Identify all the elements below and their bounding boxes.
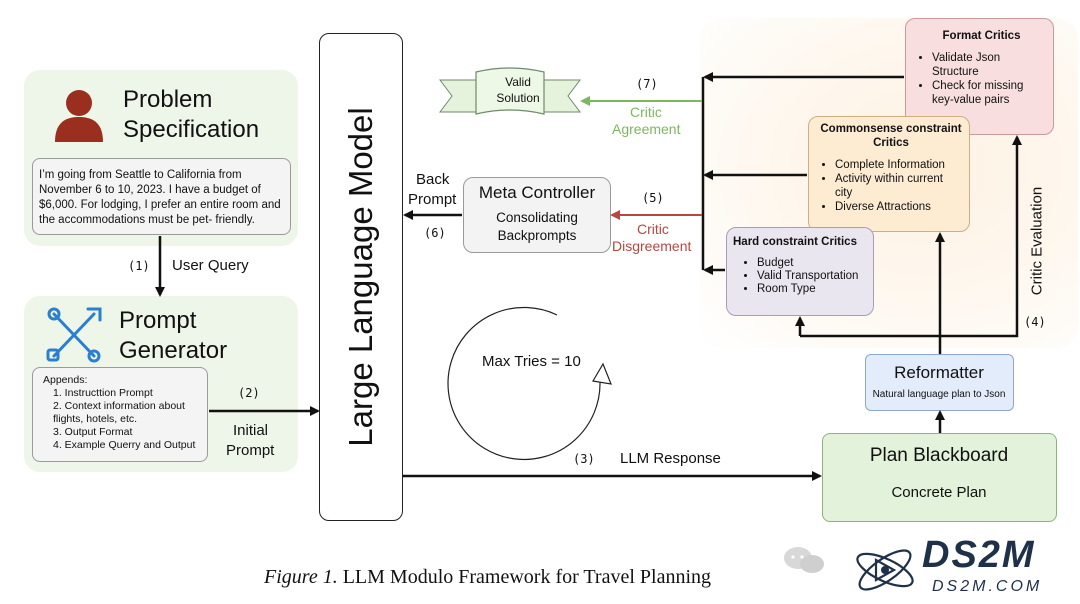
- edge-2-label-2: Prompt: [226, 442, 275, 459]
- edge-2-number: (2): [238, 386, 260, 400]
- appends-item-1: 1. Instructtion Prompt: [53, 387, 153, 399]
- tools-icon: [46, 307, 102, 363]
- edge-1-label: User Query: [172, 257, 249, 274]
- ds2m-logo-icon: [856, 549, 914, 591]
- commonsense-critics-title-2: Critics: [873, 137, 909, 149]
- edge-6-label-2: Prompt: [408, 191, 457, 208]
- loop-arrow: [447, 306, 601, 461]
- format-critics-item-2: Check for missing key-value pairs: [932, 79, 1047, 107]
- appends-item-3: 3. Output Format: [53, 426, 133, 438]
- user-query-box: I’m going from Seattle to California fro…: [32, 158, 291, 235]
- valid-solution-line-2: Solution: [496, 91, 540, 105]
- appends-label: Appends:: [43, 374, 88, 386]
- edge-critic-evaluation: [800, 135, 1022, 338]
- commonsense-critics-item-2: Activity within current city: [835, 172, 963, 200]
- plan-blackboard-subtitle: Concrete Plan: [891, 484, 987, 501]
- hard-critics-item-2: Valid Transportation: [757, 270, 867, 283]
- hard-critics-item-3: Room Type: [757, 283, 867, 296]
- caption-text: LLM Modulo Framework for Travel Planning: [337, 566, 712, 588]
- problem-spec-title-2: Specification: [123, 116, 260, 143]
- hard-critics-title: Hard constraint Critics: [733, 236, 857, 248]
- plan-blackboard-title: Plan Blackboard: [869, 445, 1009, 466]
- problem-spec-title-1: Problem: [123, 86, 213, 113]
- commonsense-critics-item-3: Diverse Attractions: [835, 200, 963, 214]
- meta-controller-line-1: Consolidating: [496, 210, 578, 225]
- commonsense-critics-title-1: Commonsense constraint: [820, 123, 962, 135]
- figure-caption: Figure 1. LLM Modulo Framework for Trave…: [264, 566, 711, 589]
- llm-box: [319, 33, 403, 521]
- chat-bubble-icon: [784, 547, 824, 573]
- loop-arrowhead: [592, 362, 612, 385]
- edge-1-number: (1): [128, 259, 150, 273]
- appends-item-2: 2. Context information about flights, ho…: [53, 400, 185, 425]
- reformatter-subtitle: Natural language plan to Json: [872, 389, 1006, 400]
- prompt-generator-title-1: Prompt: [119, 307, 197, 334]
- max-tries-label: Max Tries = 10: [482, 353, 581, 370]
- meta-controller-line-2: Backprompts: [497, 228, 577, 243]
- edge-3-label: LLM Response: [620, 450, 721, 467]
- edge-2-label-1: Initial: [233, 422, 269, 439]
- prompt-generator-title-2: Generator: [119, 337, 228, 364]
- appends-box: Appends: 1. Instructtion Prompt 2. Conte…: [32, 367, 208, 462]
- watermark-brand: DS2M: [922, 534, 1036, 576]
- watermark-site: DS2M.COM: [932, 578, 1043, 595]
- hard-critics-box: Hard constraint Critics Budget Valid Tra…: [726, 227, 874, 316]
- edge-4-label: Critic Evaluation: [1028, 186, 1046, 296]
- edge-7-label-2: Agreement: [612, 121, 681, 137]
- format-critics-box: Format Critics Validate Json Structure C…: [905, 18, 1054, 135]
- reformatter-title: Reformatter: [894, 363, 984, 382]
- edge-5-number: (5): [642, 191, 664, 205]
- format-critics-item-1: Validate Json Structure: [932, 51, 1047, 79]
- edge-4-number: (4): [1024, 315, 1046, 329]
- commonsense-critics-box: Commonsense constraint Critics Complete …: [808, 116, 970, 232]
- edge-6-label-1: Back: [416, 171, 450, 188]
- format-critics-title: Format Critics: [942, 30, 1021, 42]
- meta-controller-box: [463, 177, 611, 253]
- edge-7-label-1: Critic: [630, 104, 662, 120]
- valid-solution-line-1: Valid: [505, 75, 531, 89]
- plan-blackboard-box: [822, 433, 1057, 522]
- edge-5-label-1: Critic: [637, 221, 669, 237]
- edge-3-number: (3): [573, 452, 595, 466]
- edge-6-number: (6): [424, 226, 446, 240]
- edge-7-number: (7): [636, 77, 658, 91]
- person-icon: [55, 90, 103, 142]
- user-query-text: I’m going from Seattle to California fro…: [39, 169, 281, 226]
- caption-prefix: Figure 1.: [264, 566, 338, 588]
- edge-5-label-2: Disgreement: [612, 238, 692, 254]
- appends-item-4: 4. Example Querry and Output: [53, 439, 196, 451]
- meta-controller-title: Meta Controller: [478, 183, 596, 202]
- commonsense-critics-item-1: Complete Information: [835, 158, 963, 172]
- hard-critics-item-1: Budget: [757, 257, 867, 270]
- valid-solution-banner: [439, 67, 581, 115]
